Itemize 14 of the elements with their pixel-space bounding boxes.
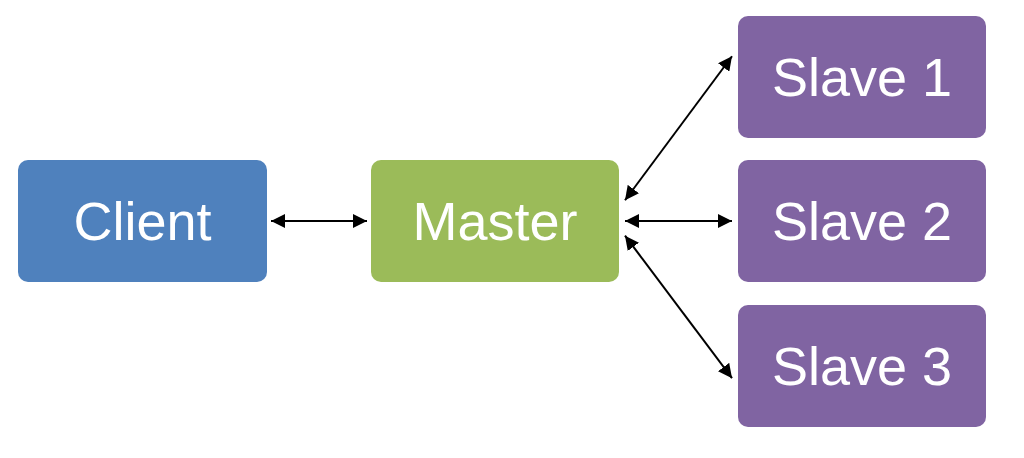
- double-arrow: [624, 234, 733, 380]
- double-arrow: [624, 214, 733, 228]
- double-arrow: [624, 55, 733, 202]
- node-label: Master: [412, 190, 578, 252]
- node-label: Slave 2: [771, 190, 953, 252]
- node-label: Client: [73, 190, 212, 252]
- node-label: Slave 3: [771, 335, 953, 397]
- double-arrow: [270, 214, 368, 228]
- client-box: [18, 160, 267, 282]
- slave-box: [738, 16, 986, 138]
- slave-box: [738, 305, 986, 427]
- master-box: [371, 160, 619, 282]
- node-label: Slave 1: [771, 46, 953, 108]
- slave-box: [738, 160, 986, 282]
